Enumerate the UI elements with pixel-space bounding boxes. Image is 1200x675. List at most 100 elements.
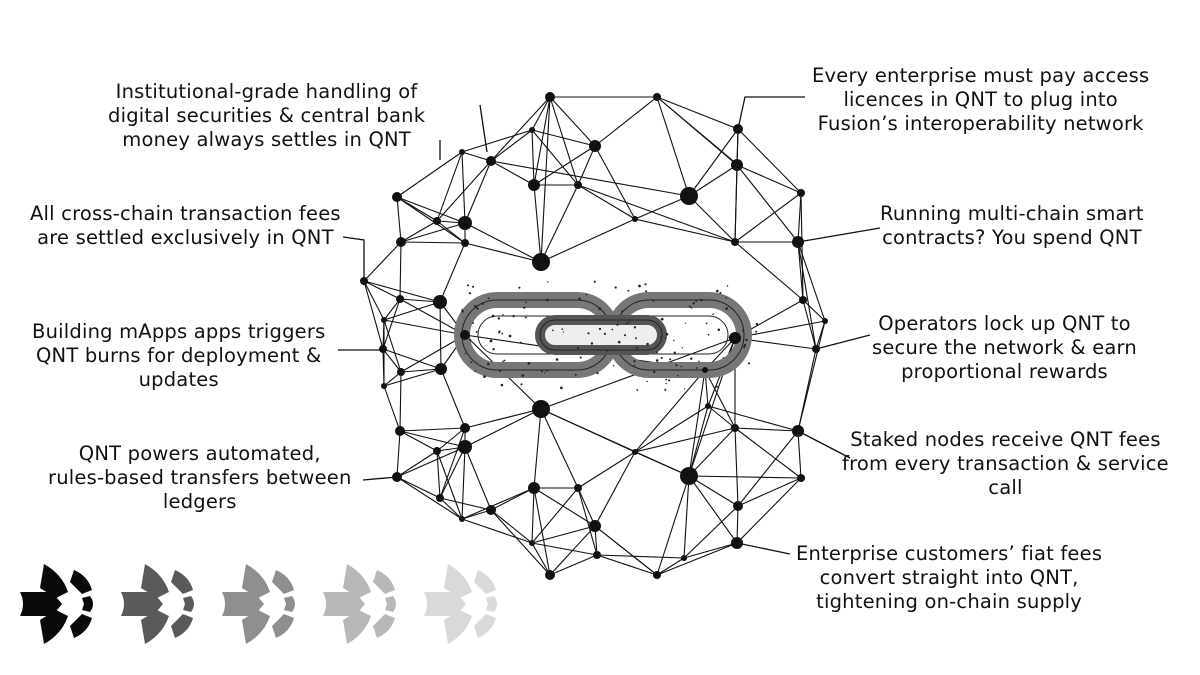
network-edge xyxy=(491,510,532,543)
callout-line: money always settles in QNT xyxy=(108,128,425,152)
chain-speckle xyxy=(580,356,582,358)
network-node xyxy=(458,440,472,454)
network-edge xyxy=(400,431,437,451)
network-node xyxy=(433,217,441,225)
chain-speckle xyxy=(633,360,635,362)
chain-speckle xyxy=(716,386,718,388)
chain-speckle xyxy=(509,335,512,338)
network-edge xyxy=(534,409,541,488)
chain-speckle xyxy=(488,298,489,299)
network-node xyxy=(395,426,405,436)
chain-speckle xyxy=(556,358,559,361)
leader-line xyxy=(343,237,364,281)
chain-speckle xyxy=(606,351,607,352)
chain-speckle xyxy=(560,387,563,390)
network-node xyxy=(680,187,698,205)
network-edge xyxy=(798,431,801,478)
callout-line: Staked nodes receive QNT fees xyxy=(842,428,1169,452)
callout-institutional-settlement: Institutional-grade handling of digital … xyxy=(108,80,425,152)
network-edge xyxy=(440,447,465,498)
chain-speckle xyxy=(482,303,484,305)
callout-line: updates xyxy=(32,368,325,392)
callout-multichain-contracts: Running multi-chain smart contracts? You… xyxy=(880,202,1144,250)
leader-line xyxy=(737,543,790,554)
chain-speckle xyxy=(716,290,719,293)
network-edge xyxy=(737,478,801,543)
callout-cross-chain-fees: All cross-chain transaction fees are set… xyxy=(30,202,341,250)
callout-mapps-burns: Building mApps apps triggers QNT burns f… xyxy=(32,320,325,392)
network-edge xyxy=(798,242,825,321)
chain-speckle xyxy=(541,370,543,372)
chain-speckle xyxy=(723,357,725,359)
chain-speckle xyxy=(708,334,710,336)
network-edge xyxy=(657,558,684,575)
chain-speckle xyxy=(636,389,638,391)
network-edge xyxy=(689,196,735,242)
chain-speckle xyxy=(665,337,666,338)
chain-speckle xyxy=(682,347,683,348)
network-edge xyxy=(798,242,816,349)
network-edge xyxy=(440,302,441,369)
callout-operator-staking: Operators lock up QNT to secure the netw… xyxy=(872,312,1137,384)
callout-line: are settled exclusively in QNT xyxy=(30,226,341,250)
network-node xyxy=(486,505,496,515)
chain-speckle xyxy=(745,339,747,341)
chain-speckle xyxy=(492,348,494,350)
network-node xyxy=(381,317,387,323)
chain-speckle xyxy=(712,313,714,315)
chain-speckle xyxy=(615,286,617,288)
chain-speckle xyxy=(596,372,598,374)
chain-speckle xyxy=(611,329,613,331)
network-edge xyxy=(635,428,735,452)
chain-speckle xyxy=(755,334,756,335)
chain-speckle xyxy=(546,299,549,302)
chain-speckle xyxy=(504,360,506,362)
network-edge xyxy=(737,165,798,242)
chain-speckle xyxy=(522,374,525,377)
chain-speckle xyxy=(645,290,647,292)
network-edge xyxy=(465,223,541,262)
chain-speckle xyxy=(725,297,727,299)
chain-speckle xyxy=(638,285,641,288)
chain-speckle xyxy=(652,299,654,301)
chain-speckle xyxy=(723,341,724,342)
network-node xyxy=(589,140,601,152)
chain-speckle xyxy=(685,322,686,323)
chain-speckle xyxy=(690,358,692,360)
chain-speckle xyxy=(546,369,548,371)
network-node xyxy=(397,368,405,376)
network-edge xyxy=(595,526,657,575)
chain-speckle xyxy=(547,281,548,282)
network-edge xyxy=(401,242,465,243)
network-edge xyxy=(550,555,597,575)
network-edge xyxy=(400,431,465,447)
chain-speckle xyxy=(577,347,579,349)
callout-line: digital securities & central bank xyxy=(108,104,425,128)
chain-speckle xyxy=(660,337,661,338)
callout-line: secure the network & earn xyxy=(872,336,1137,360)
network-node xyxy=(702,367,708,373)
chain-speckle xyxy=(492,315,495,318)
chain-speckle xyxy=(498,330,500,332)
network-edge xyxy=(689,129,738,196)
network-node xyxy=(681,555,687,561)
chain-speckle xyxy=(523,307,525,309)
network-edge xyxy=(738,129,801,193)
network-node xyxy=(392,192,402,202)
network-edge xyxy=(798,349,816,431)
chain-speckle xyxy=(725,307,728,310)
network-node xyxy=(792,236,804,248)
network-edge xyxy=(397,477,462,519)
network-node xyxy=(396,237,406,247)
callout-line: from every transaction & service xyxy=(842,452,1169,476)
chain-speckle xyxy=(677,375,679,377)
chain-speckle xyxy=(668,379,670,381)
chain-speckle xyxy=(756,323,758,325)
chain-speckle xyxy=(499,369,501,371)
network-node xyxy=(396,295,404,303)
network-node xyxy=(632,216,638,222)
network-node xyxy=(486,156,496,166)
network-edge xyxy=(798,193,801,242)
callout-access-licences: Every enterprise must pay access licence… xyxy=(812,64,1149,136)
network-edge xyxy=(462,152,465,223)
